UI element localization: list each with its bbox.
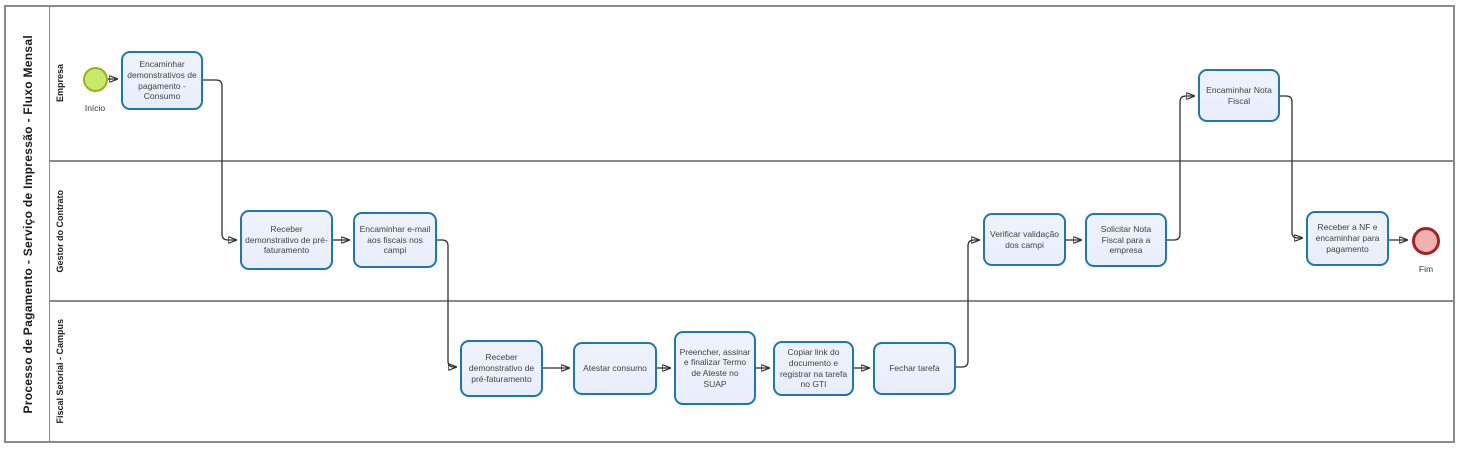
task-encaminhar-email-fiscais: Encaminhar e-mail aos fiscais nos campi <box>353 212 437 268</box>
end-event-label: Fim <box>1418 264 1434 274</box>
pool-title-strip: Processo de Pagamento - Serviço de Impre… <box>6 7 50 441</box>
task-receber-demonstrativo-gestor: Receber demonstrativo de pré-faturamento <box>240 210 333 270</box>
task-label: Copiar link do documento e registrar na … <box>779 347 848 390</box>
task-solicitar-nota-fiscal: Solicitar Nota Fiscal para a empresa <box>1085 213 1167 267</box>
task-label: Receber demonstrativo de pré-faturamento <box>468 352 535 384</box>
task-label: Encaminhar demonstrativos de pagamento -… <box>127 59 197 102</box>
task-receber-demonstrativo-fiscal: Receber demonstrativo de pré-faturamento <box>460 340 543 397</box>
lane-label: Fiscal Setorial - Campus <box>54 319 65 424</box>
task-verificar-validacao: Verificar validação dos campi <box>983 213 1066 266</box>
lane-fiscal-setorial-campus: Fiscal Setorial - Campus <box>49 302 70 441</box>
task-atestar-consumo: Atestar consumo <box>573 342 657 395</box>
start-event <box>83 67 108 92</box>
end-event <box>1412 227 1440 255</box>
lane-label: Empresa <box>54 64 65 103</box>
task-termo-ateste-suap: Preencher, assinar e finalizar Termo de … <box>674 331 756 405</box>
lane-gestor-do-contrato: Gestor do Contrato <box>49 162 70 300</box>
start-event-label: Início <box>84 103 106 113</box>
task-label: Encaminhar e-mail aos fiscais nos campi <box>359 223 431 256</box>
task-label: Fechar tarefa <box>889 363 940 374</box>
task-label: Atestar consumo <box>583 363 647 374</box>
task-copiar-link-gti: Copiar link do documento e registrar na … <box>773 341 854 396</box>
task-fechar-tarefa: Fechar tarefa <box>873 342 956 395</box>
task-label: Solicitar Nota Fiscal para a empresa <box>1100 223 1152 256</box>
pool-title: Processo de Pagamento - Serviço de Impre… <box>20 34 35 414</box>
task-label: Verificar validação dos campi <box>990 228 1059 250</box>
lane-empresa: Empresa <box>49 7 70 160</box>
task-encaminhar-nota-fiscal: Encaminhar Nota Fiscal <box>1198 69 1280 122</box>
task-label: Encaminhar Nota Fiscal <box>1206 84 1272 106</box>
lane-label: Gestor do Contrato <box>54 189 65 273</box>
task-receber-nf-pagamento: Receber a NF e encaminhar para pagamento <box>1306 211 1389 266</box>
lane-divider <box>49 300 1453 302</box>
task-label: Receber demonstrativo de pré-faturamento <box>245 223 328 256</box>
task-label: Receber a NF e encaminhar para pagamento <box>1315 222 1380 254</box>
lane-divider <box>49 160 1453 162</box>
task-encaminhar-demonstrativos: Encaminhar demonstrativos de pagamento -… <box>121 51 203 110</box>
task-label: Preencher, assinar e finalizar Termo de … <box>679 346 751 389</box>
